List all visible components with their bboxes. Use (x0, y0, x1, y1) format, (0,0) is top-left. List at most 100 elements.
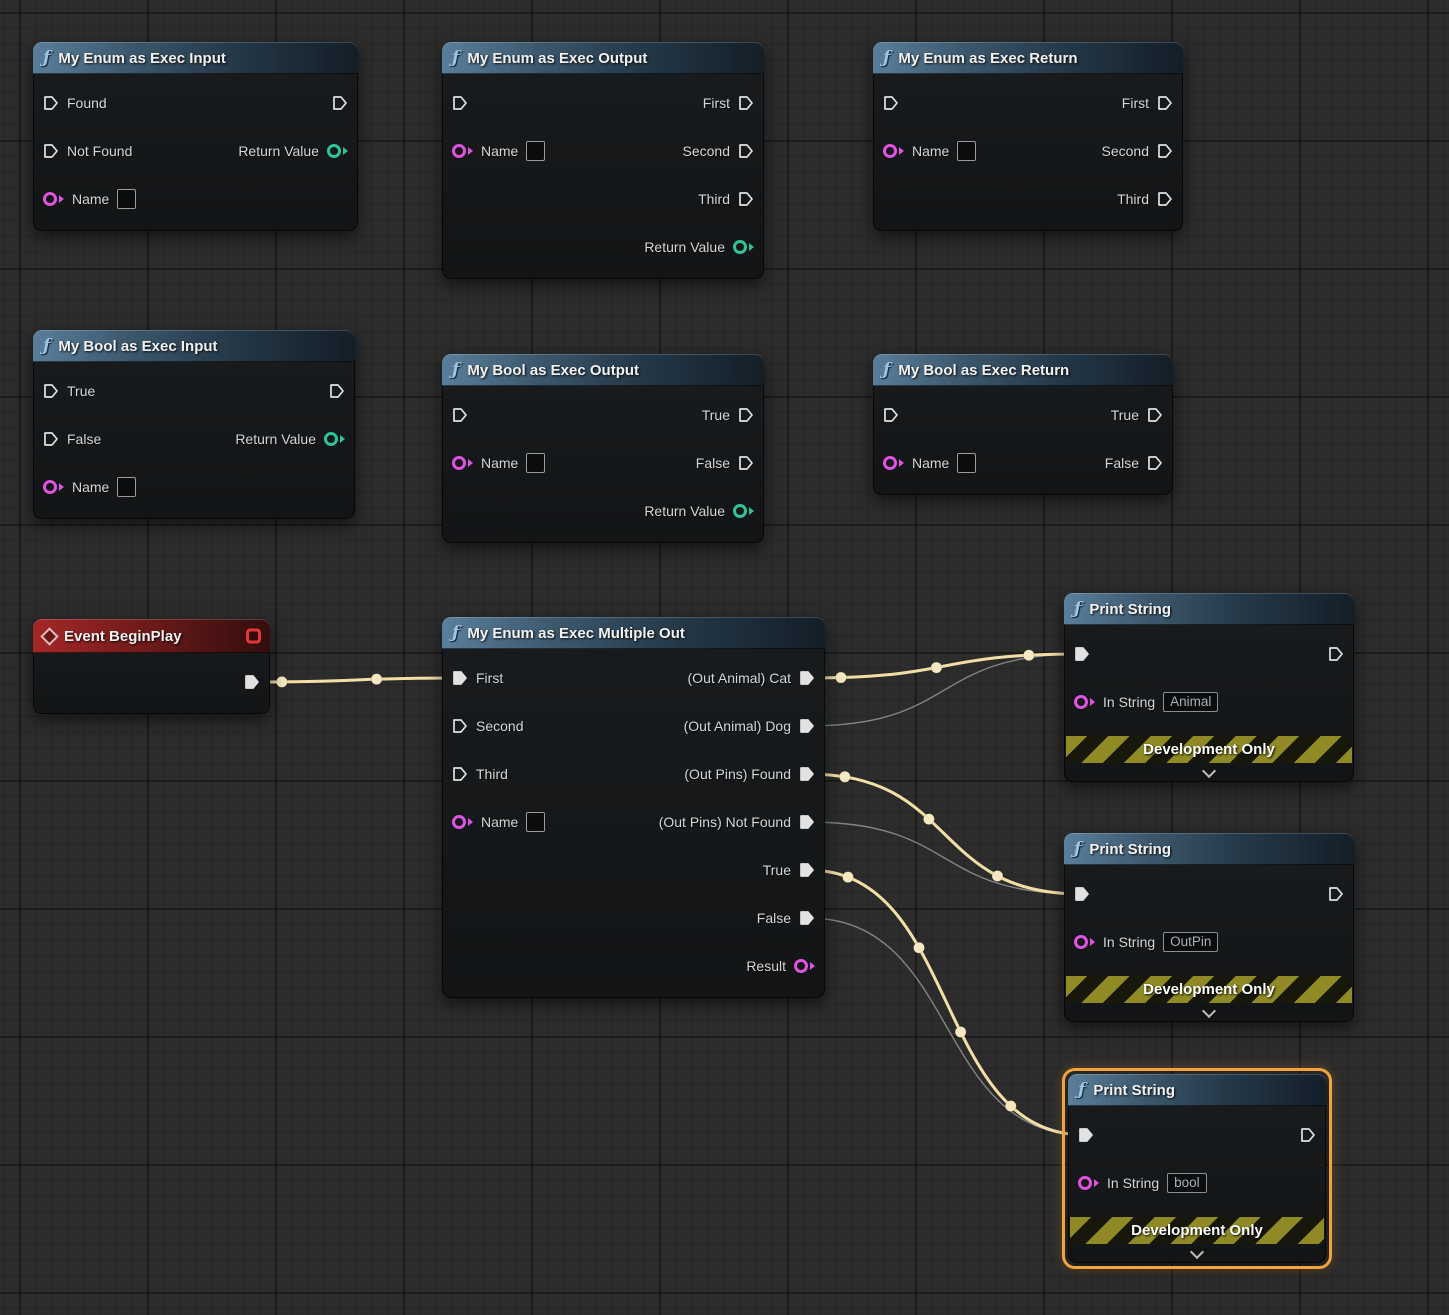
exec-pin-icon[interactable] (1300, 1127, 1316, 1143)
pin-false[interactable]: False (757, 910, 815, 926)
pin-exec-in[interactable] (1078, 1127, 1094, 1143)
string-pin-icon[interactable] (1078, 1176, 1099, 1190)
pin-name[interactable]: Name (43, 189, 137, 209)
pin-first[interactable]: First (452, 670, 503, 686)
exec-pin-icon[interactable] (452, 766, 468, 782)
exec-pin-icon[interactable] (738, 143, 754, 159)
pin-exec-in[interactable] (452, 407, 468, 423)
string-pin-icon[interactable] (883, 144, 904, 158)
exec-pin-icon[interactable] (244, 674, 260, 690)
pin-return-value[interactable]: Return Value (644, 239, 754, 255)
wire-event-begin-play-0-to-my-enum-as-exec-multiple-out[interactable] (252, 676, 460, 684)
exec-pin-icon[interactable] (1147, 455, 1163, 471)
pin-name[interactable]: Name (883, 141, 977, 161)
pin-false[interactable]: False (696, 455, 754, 471)
pin-input-field[interactable] (526, 812, 546, 832)
exec-pin-icon[interactable] (1074, 886, 1090, 902)
node-event-begin-play[interactable]: Event BeginPlay (33, 619, 270, 714)
pin-input-field[interactable]: bool (1167, 1173, 1207, 1193)
pin-false[interactable]: False (1105, 455, 1163, 471)
string-pin-icon[interactable] (452, 144, 473, 158)
wire-my-enum-as-exec-multiple-out-2-to-print-string-2[interactable] (807, 772, 1082, 896)
exec-pin-icon[interactable] (452, 718, 468, 734)
pin-exec-out[interactable] (1328, 886, 1344, 902)
exec-pin-icon[interactable] (799, 670, 815, 686)
exec-pin-icon[interactable] (1157, 95, 1173, 111)
string-pin-icon[interactable] (43, 480, 64, 494)
chevron-down-icon[interactable] (1064, 763, 1354, 782)
pin-input-field[interactable] (526, 453, 546, 473)
pin-exec-in[interactable] (883, 95, 899, 111)
pin-input-field[interactable]: Animal (1163, 692, 1219, 712)
exec-pin-icon[interactable] (883, 95, 899, 111)
pin-exec-in[interactable] (452, 95, 468, 111)
pin-exec-out[interactable] (329, 383, 345, 399)
node-header[interactable]: Event BeginPlay (33, 619, 270, 653)
pin-second[interactable]: Second (452, 718, 523, 734)
string-pin-icon[interactable] (1074, 695, 1095, 709)
pin-name[interactable]: Name (452, 453, 546, 473)
pin-exec-out[interactable] (1328, 646, 1344, 662)
string-pin-icon[interactable] (43, 192, 64, 206)
wire-my-enum-as-exec-multiple-out-5-to-print-string-3[interactable] (807, 917, 1086, 1136)
pin-input-field[interactable] (117, 189, 137, 209)
pin-result[interactable]: Result (746, 958, 815, 974)
pin-return-value[interactable]: Return Value (235, 431, 345, 447)
exec-pin-icon[interactable] (329, 383, 345, 399)
pin-exec-out[interactable] (1300, 1127, 1316, 1143)
pin-exec-out[interactable] (332, 95, 348, 111)
pin-exec-in[interactable] (1074, 886, 1090, 902)
pin-out-animal-cat[interactable]: (Out Animal) Cat (688, 670, 815, 686)
pin-first[interactable]: First (703, 95, 754, 111)
pin-not-found[interactable]: Not Found (43, 143, 132, 159)
exec-pin-icon[interactable] (43, 95, 59, 111)
pin-out-pins-found[interactable]: (Out Pins) Found (684, 766, 815, 782)
enum-pin-icon[interactable] (324, 432, 345, 446)
string-pin-icon[interactable] (452, 815, 473, 829)
pin-name[interactable]: Name (452, 141, 546, 161)
exec-pin-icon[interactable] (452, 670, 468, 686)
string-pin-icon[interactable] (883, 456, 904, 470)
string-pin-icon[interactable] (452, 456, 473, 470)
enum-pin-icon[interactable] (733, 240, 754, 254)
pin-true[interactable]: True (702, 407, 754, 423)
exec-pin-icon[interactable] (738, 191, 754, 207)
exec-pin-icon[interactable] (1074, 646, 1090, 662)
exec-pin-icon[interactable] (799, 814, 815, 830)
wire-my-enum-as-exec-multiple-out-3-to-print-string-2[interactable] (807, 821, 1082, 895)
pin-input-field[interactable] (957, 453, 977, 473)
pin-name[interactable]: Name (452, 812, 546, 832)
exec-pin-icon[interactable] (1157, 143, 1173, 159)
exec-pin-icon[interactable] (452, 407, 468, 423)
pin-true[interactable]: True (43, 383, 95, 399)
exec-pin-icon[interactable] (799, 766, 815, 782)
exec-pin-icon[interactable] (883, 407, 899, 423)
pin-name[interactable]: Name (43, 477, 137, 497)
string-pin-icon[interactable] (794, 959, 815, 973)
enum-pin-icon[interactable] (733, 504, 754, 518)
pin-third[interactable]: Third (452, 766, 508, 782)
pin-first[interactable]: First (1122, 95, 1173, 111)
pin-out-pins-not-found[interactable]: (Out Pins) Not Found (659, 814, 815, 830)
exec-pin-icon[interactable] (738, 455, 754, 471)
string-pin-icon[interactable] (1074, 935, 1095, 949)
enum-pin-icon[interactable] (327, 144, 348, 158)
pin-out-animal-dog[interactable]: (Out Animal) Dog (684, 718, 815, 734)
